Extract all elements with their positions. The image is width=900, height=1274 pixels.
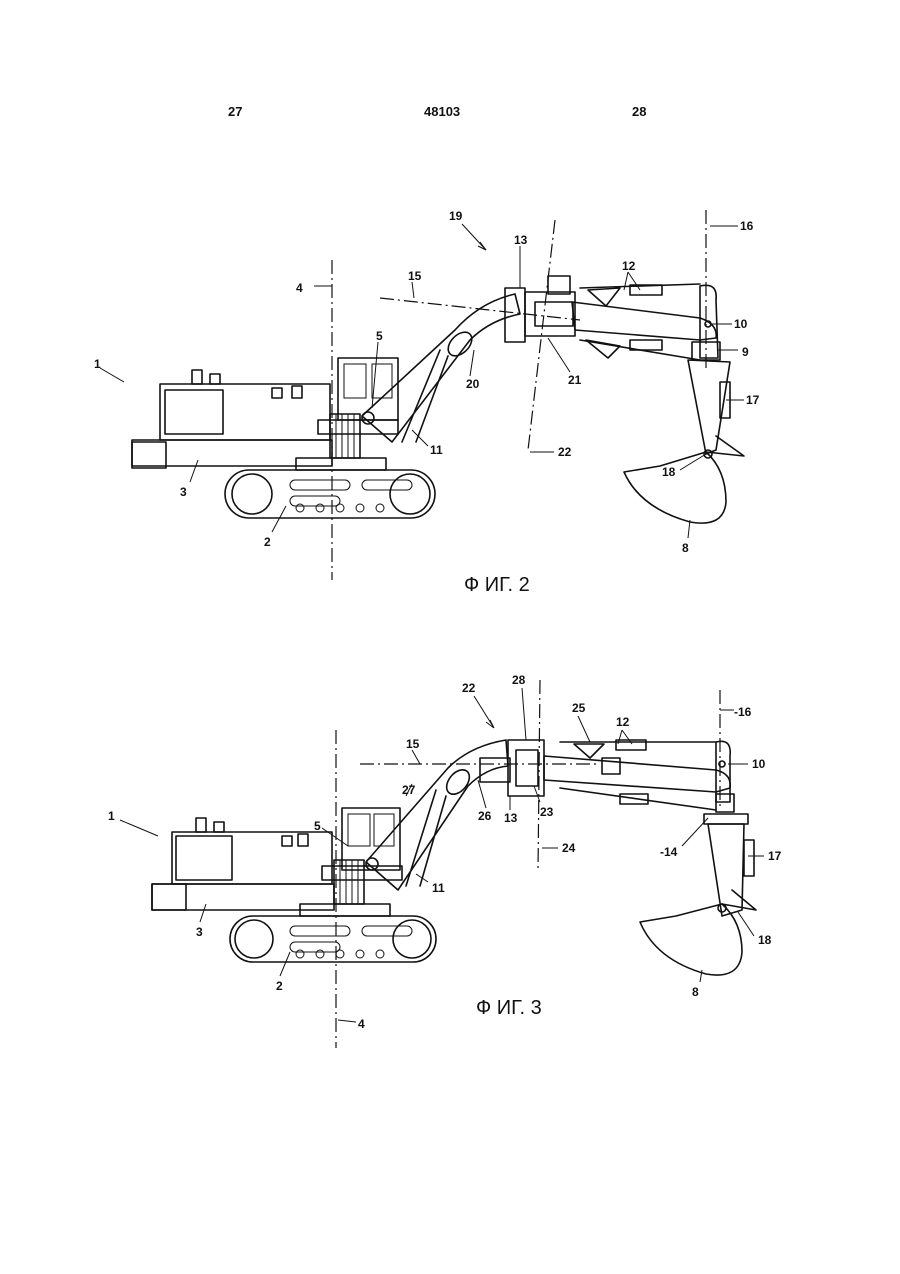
ref-label: 12 bbox=[622, 259, 636, 273]
ref-label: 3 bbox=[180, 485, 187, 499]
ref-label: 10 bbox=[734, 317, 748, 331]
excavator-body bbox=[132, 358, 435, 518]
ref-label: 21 bbox=[568, 373, 582, 387]
ref-label: 2 bbox=[276, 979, 283, 993]
ref-label: 15 bbox=[406, 737, 420, 751]
ref-label: 17 bbox=[768, 849, 782, 863]
ref-label: 26 bbox=[478, 809, 492, 823]
figure-caption: Ф ИГ. 2 bbox=[464, 574, 530, 596]
axis-line-22 bbox=[528, 220, 555, 450]
ref-label: 2 bbox=[264, 535, 271, 549]
leader-lines bbox=[100, 224, 744, 538]
ref-label: 15 bbox=[408, 269, 422, 283]
ref-label: 22 bbox=[558, 445, 572, 459]
ref-label: 20 bbox=[466, 377, 480, 391]
ref-label: 19 bbox=[449, 209, 463, 223]
page-number-right: 28 bbox=[632, 104, 646, 119]
ref-label: 13 bbox=[514, 233, 528, 247]
ref-label: 1 bbox=[94, 357, 101, 371]
ref-label: 25 bbox=[572, 701, 586, 715]
figure-caption: Ф ИГ. 3 bbox=[476, 997, 542, 1019]
page-number-left: 27 bbox=[228, 104, 242, 119]
ref-label: 27 bbox=[402, 783, 416, 797]
ref-label: 3 bbox=[196, 925, 203, 939]
ref-label: 22 bbox=[462, 681, 476, 695]
ref-label: 12 bbox=[616, 715, 630, 729]
ref-label: 18 bbox=[662, 465, 676, 479]
ref-label: 8 bbox=[692, 985, 699, 999]
ref-label: 17 bbox=[746, 393, 760, 407]
ref-label: -16 bbox=[734, 705, 752, 719]
ref-label: 24 bbox=[562, 841, 576, 855]
reference-numerals: 22 28 25 12 -16 15 10 27 1 5 23 13 26 -1… bbox=[108, 673, 782, 1031]
ref-label: 28 bbox=[512, 673, 526, 687]
boom-assembly bbox=[362, 276, 744, 523]
ref-label: 1 bbox=[108, 809, 115, 823]
ref-label: 9 bbox=[742, 345, 749, 359]
ref-label: 11 bbox=[432, 881, 445, 895]
ref-label: 11 bbox=[430, 443, 443, 457]
ref-label: 13 bbox=[504, 811, 518, 825]
ref-label: 23 bbox=[540, 805, 554, 819]
ref-label: 8 bbox=[682, 541, 689, 555]
ref-label: -14 bbox=[660, 845, 678, 859]
ref-label: 16 bbox=[740, 219, 754, 233]
figure-3-drawing: 22 28 25 12 -16 15 10 27 1 5 23 13 26 -1… bbox=[0, 660, 900, 1060]
ref-label: 18 bbox=[758, 933, 772, 947]
ref-label: 10 bbox=[752, 757, 766, 771]
boom-assembly bbox=[366, 740, 756, 975]
ref-label: 4 bbox=[296, 281, 303, 295]
ref-label: 5 bbox=[376, 329, 383, 343]
ref-label: 5 bbox=[314, 819, 321, 833]
figure-2-drawing: 19 13 16 4 15 12 10 1 5 9 20 21 17 3 11 … bbox=[0, 190, 900, 610]
ref-label: 4 bbox=[358, 1017, 365, 1031]
document-number: 48103 bbox=[424, 104, 460, 119]
